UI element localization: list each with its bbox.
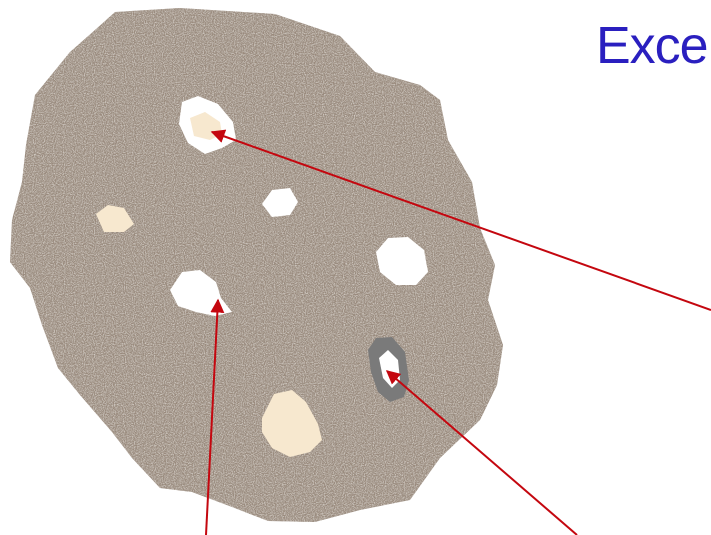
slide-title: Exce — [596, 16, 708, 76]
rock-body — [10, 8, 503, 522]
